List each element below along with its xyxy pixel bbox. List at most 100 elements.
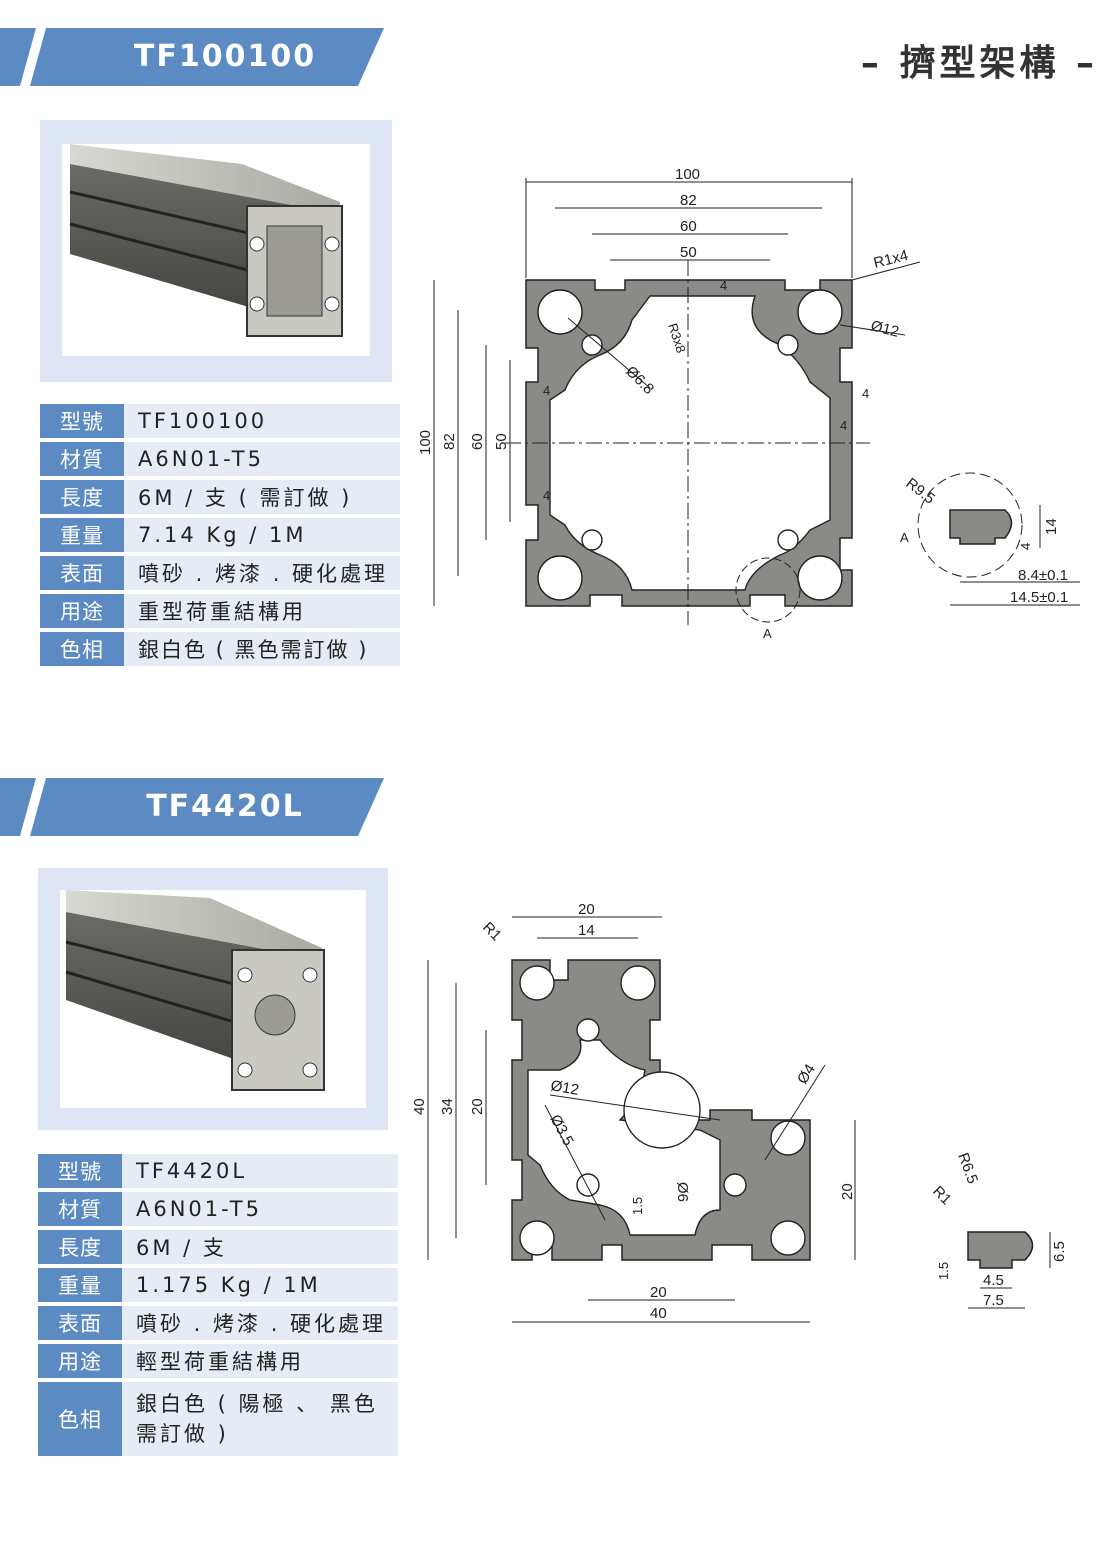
dim-label: R9.5: [903, 475, 938, 508]
spec-row-usage: 用途重型荷重結構用: [40, 594, 400, 628]
leader-line: [567, 317, 651, 389]
spec-row-usage: 用途輕型荷重結構用: [38, 1344, 398, 1378]
dim-label: 4: [543, 383, 550, 398]
leader-line: [851, 261, 921, 281]
dim-label: 14: [578, 922, 595, 939]
spec-label: 用途: [38, 1344, 122, 1378]
dim-label: 20: [578, 901, 595, 918]
dim-label: 6.5: [1051, 1241, 1068, 1262]
spec-row-color: 色相銀白色 ( 陽極 、 黑色需訂做 ): [38, 1382, 398, 1456]
dim-label: R1: [929, 1183, 955, 1209]
detail-a-circle: [917, 472, 1023, 578]
spec-label: 長度: [38, 1230, 122, 1264]
corner-hole: [519, 965, 555, 1001]
spec-value: 銀白色 ( 陽極 、 黑色需訂做 ): [122, 1382, 398, 1456]
spec-label: 用途: [40, 594, 124, 628]
dim-label: 50: [493, 433, 510, 450]
spec-label: 材質: [38, 1192, 122, 1226]
dim-label: 4: [862, 386, 869, 401]
dim-label: R1x4: [872, 247, 910, 272]
spec-row-surface: 表面噴砂 . 烤漆 . 硬化處理: [40, 556, 400, 590]
cross-section-drawing-tf100100: 100 82 60 50 100 82 60 50 R1x4 Ø12 Ø6.8 …: [417, 166, 1080, 641]
dim-label: 82: [680, 192, 697, 209]
dim-label: R1: [479, 919, 505, 945]
dim-label: 40: [650, 1305, 667, 1322]
spec-value: 噴砂 . 烤漆 . 硬化處理: [122, 1306, 398, 1340]
extrusion-photo-illustration: [69, 144, 343, 337]
product-photo-frame: [38, 868, 388, 1130]
spec-label: 表面: [40, 556, 124, 590]
inner-hole: [723, 1173, 747, 1197]
extrusion-photo-illustration: [65, 890, 325, 1091]
corner-hole: [797, 555, 843, 601]
spec-label: 型號: [38, 1154, 122, 1188]
dim-label: 1.5: [630, 1197, 645, 1215]
inner-hole: [777, 334, 799, 356]
corner-hole: [797, 289, 843, 335]
spec-value: 1.175 Kg / 1M: [122, 1268, 398, 1302]
spec-value: A6N01-T5: [124, 442, 400, 476]
spec-value: 7.14 Kg / 1M: [124, 518, 400, 552]
detail-mark: A: [763, 626, 772, 641]
spec-value: TF100100: [124, 404, 400, 438]
header-band-shape: [0, 28, 384, 86]
dim-label: 4: [720, 278, 727, 293]
dim-label: 100: [417, 430, 434, 455]
inner-hole: [576, 1018, 600, 1042]
inner-hole: [777, 529, 799, 551]
inner-hole: [581, 334, 603, 356]
spec-label: 色相: [40, 632, 124, 666]
leader-line: [549, 1094, 721, 1121]
spec-label: 材質: [40, 442, 124, 476]
dim-label: Ø4: [794, 1061, 819, 1087]
dim-label: 4.5: [983, 1272, 1004, 1289]
dim-label: 20: [469, 1098, 486, 1115]
dim-label: 40: [411, 1098, 428, 1115]
detail-circle: [735, 557, 801, 623]
spec-row-surface: 表面噴砂 . 烤漆 . 硬化處理: [38, 1306, 398, 1340]
dim-label: 1.5: [936, 1262, 951, 1280]
dim-label: 60: [469, 433, 486, 450]
dim-label: 4: [840, 418, 847, 433]
cross-section-drawing-tf4420l: 20 14 R1 40 34 20 Ø12 Ø3.5 Ø4 9Ø 1.5 20 …: [411, 901, 1068, 1323]
spec-value: 6M / 支: [122, 1230, 398, 1264]
spec-value: A6N01-T5: [122, 1192, 398, 1226]
product-photo-frame: [40, 120, 392, 382]
dim-label: 34: [439, 1098, 456, 1115]
leader-line: [764, 1064, 826, 1161]
product-photo: [60, 890, 366, 1108]
dim-label: Ø12: [549, 1077, 580, 1099]
dim-label: 4: [1018, 543, 1033, 550]
spec-label: 表面: [38, 1306, 122, 1340]
product-photo: [62, 144, 370, 356]
spec-label: 長度: [40, 480, 124, 514]
spec-value: TF4420L: [122, 1154, 398, 1188]
dim-label: 20: [650, 1284, 667, 1301]
section-header-band: TF4420L: [0, 778, 390, 836]
corner-hole: [537, 555, 583, 601]
dim-label: 20: [839, 1183, 856, 1200]
dim-label: 14: [1043, 518, 1060, 535]
spec-value: 銀白色 ( 黑色需訂做 ): [124, 632, 400, 666]
product-code-title: TF4420L: [146, 789, 304, 824]
spec-value: 重型荷重結構用: [124, 594, 400, 628]
dim-label: 100: [675, 166, 700, 183]
spec-label: 重量: [40, 518, 124, 552]
inner-hole: [576, 1173, 600, 1197]
page-title: – 擠型架構 –: [860, 43, 1098, 84]
corner-hole: [620, 965, 656, 1001]
header-band-shape: [0, 778, 384, 836]
leader-line: [544, 1104, 606, 1221]
spec-value: 輕型荷重結構用: [122, 1344, 398, 1378]
dim-label: 9Ø: [675, 1182, 692, 1202]
detail-a-tslot: [949, 509, 1013, 545]
corner-hole: [770, 1220, 806, 1256]
